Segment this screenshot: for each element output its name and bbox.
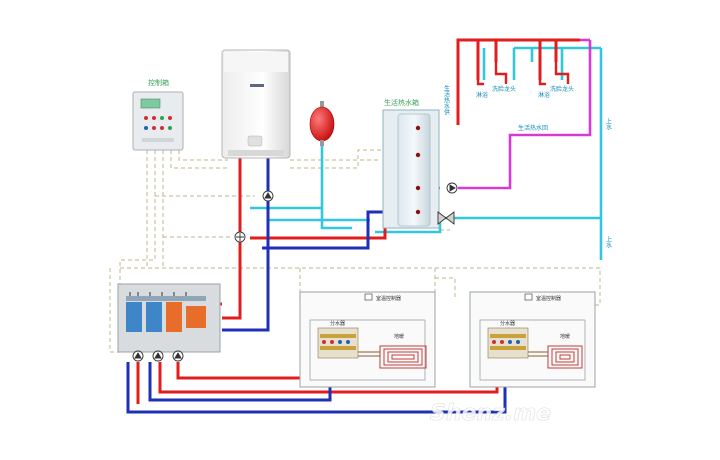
control-box: 控制箱 [132,78,184,151]
thermostat-1-icon [364,293,373,301]
tap-3-hot [538,80,546,86]
circuit-pump-3-icon [172,350,184,362]
cold-water-bottom-label: 上水 [605,235,612,248]
pumps [132,182,458,362]
cold-water-top-label: 上水 [605,117,612,130]
circuit-pump-2-icon [152,350,164,362]
hot-water-supply-label: 生活热水供 [443,84,450,116]
mixing-valve-icon [234,231,246,243]
floor-heating-room-1: 室温控制器 分水器 地暖 [299,291,436,388]
tap-2-hot [494,62,508,84]
thermostat-2-icon [524,293,533,301]
floor-coil-1-icon [358,345,427,369]
floor-heating-room-2: 室温控制器 分水器 地暖 [469,291,596,388]
circuit-pump-1-icon [132,350,144,362]
tap-2-label: 洗脸龙头 [492,85,516,93]
hot-water-storage-tank: 生活热水箱 [382,98,440,229]
manifold-2-label: 分水器 [500,320,515,327]
cold-inlet-valve-icon [437,211,455,225]
tank-return-pump-icon [446,182,458,194]
manifold-1-icon [317,327,359,359]
tap-4-hot [554,62,570,84]
floor-coil-2-icon [528,345,583,369]
hot-water-return-label: 生活热水回 [518,124,548,132]
manifold-1-label: 分水器 [330,320,345,327]
tap-3-label: 淋浴 [538,91,550,99]
floor-heat-2-label: 地暖 [560,333,570,340]
watermark: Shenz.me [430,401,551,426]
water-tank-label: 生活热水箱 [384,98,419,107]
floor-heat-1-label: 地暖 [394,333,404,340]
control-box-label: 控制箱 [148,78,169,87]
tap-fixtures [476,62,570,86]
boiler-pump-icon [262,190,274,202]
wall-boiler [221,49,291,159]
thermostat-1-label: 室温控制器 [376,295,401,302]
manifold-2-icon [487,327,529,359]
tap-1-label: 淋浴 [476,91,488,99]
hydraulic-separator [117,283,221,353]
thermostat-2-label: 室温控制器 [536,295,561,302]
tap-4-label: 洗脸龙头 [550,85,574,93]
tap-1-hot [476,80,484,86]
expansion-tank [309,101,335,146]
